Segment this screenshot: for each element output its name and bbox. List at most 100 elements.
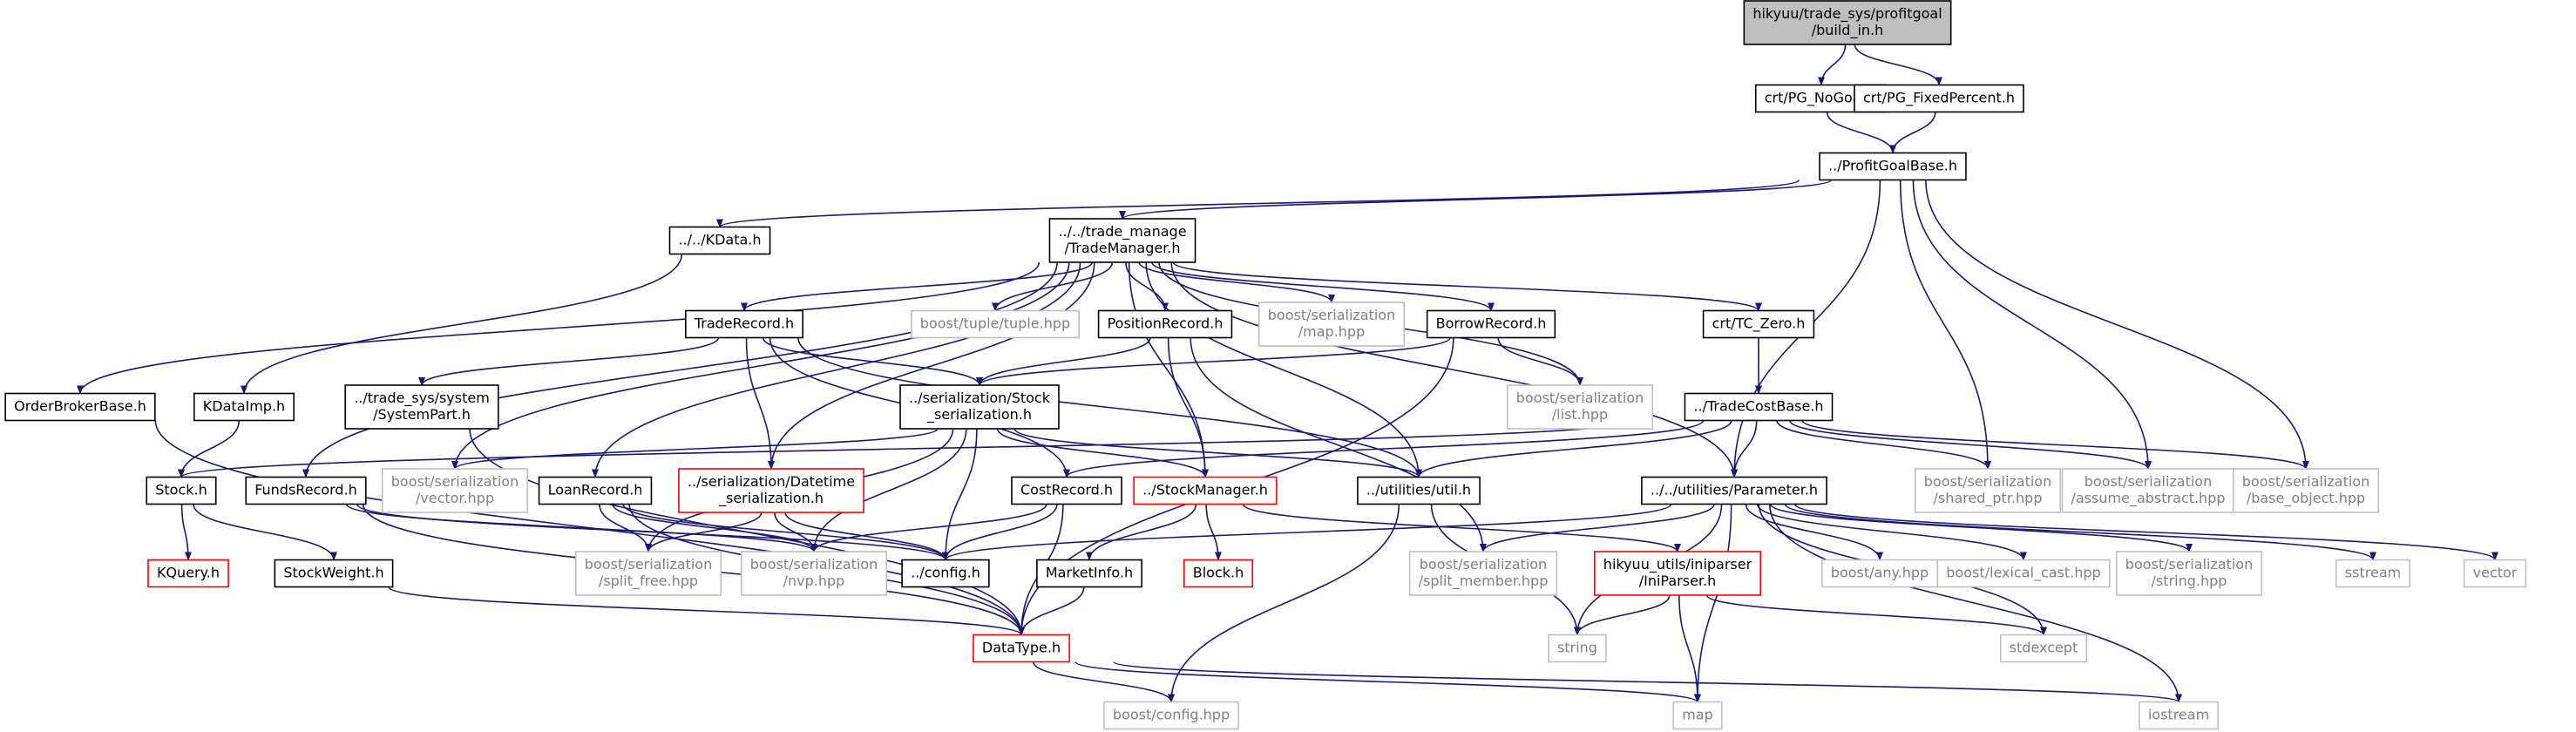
node-box	[1408, 551, 1558, 596]
node-box	[2139, 701, 2219, 730]
edge-layer	[77, 44, 2498, 703]
node-label: OrderBrokerBase.h	[14, 398, 146, 415]
node-datatype[interactable]: DataType.h	[973, 634, 1070, 663]
node-label: stdexcept	[2010, 640, 2078, 656]
node-kquery[interactable]: KQuery.h	[147, 559, 229, 588]
node-borrow[interactable]: BorrowRecord.h	[1426, 309, 1556, 339]
node-lexcast: boost/lexical_cast.hpp	[1936, 559, 2111, 588]
edge-stockser-to-servector	[451, 428, 939, 470]
edge-param-to-serstring	[1769, 504, 2193, 552]
node-sstream: sstream	[2335, 559, 2411, 588]
node-tczero[interactable]: crt/TC_Zero.h	[1702, 309, 1815, 339]
node-label: boost/serialization	[585, 556, 712, 573]
node-orderbroker[interactable]: OrderBrokerBase.h	[4, 392, 156, 422]
node-param[interactable]: ../../utilities/Parameter.h	[1641, 476, 1827, 505]
edge-trademgr-to-funds	[302, 261, 1058, 478]
node-label: _serialization.h	[718, 490, 824, 507]
node-box	[193, 392, 295, 422]
edge-datatype-to-bconfig	[1032, 661, 1175, 703]
node-box	[973, 634, 1070, 663]
node-pgbase[interactable]: ../ProfitGoalBase.h	[1819, 152, 1967, 181]
node-label: /TradeManager.h	[1064, 240, 1180, 256]
edge-param-to-map	[1694, 504, 1732, 703]
node-util[interactable]: ../utilities/util.h	[1357, 476, 1481, 505]
edge-traderec-to-util	[797, 337, 1422, 478]
node-label: boost/tuple/tuple.hpp	[920, 315, 1070, 332]
node-traderec[interactable]: TradeRecord.h	[685, 309, 803, 339]
node-box	[1594, 551, 1761, 596]
edge-trademgr-to-util	[1145, 261, 1422, 478]
node-label: TradeRecord.h	[694, 315, 794, 332]
node-label: /base_object.hpp	[2247, 490, 2365, 507]
node-stockser[interactable]: ../serialization/Stock_serialization.h	[899, 384, 1060, 430]
edge-tcbase-to-costrec	[1063, 419, 1705, 478]
node-label: KQuery.h	[157, 565, 220, 581]
node-box	[1257, 302, 1406, 347]
edge-datatype-to-iostream	[1113, 661, 2182, 703]
edge-stock-to-kquery	[180, 504, 192, 561]
node-layer: hikyuu/trade_sys/profitgoal/build_in.hcr…	[4, 0, 2527, 730]
node-label: ../TradeCostBase.h	[1693, 398, 1823, 415]
node-costrec[interactable]: CostRecord.h	[1011, 476, 1122, 505]
node-label: Block.h	[1193, 565, 1244, 581]
node-box	[146, 476, 217, 505]
edge-tcbase-to-sharedptr	[1776, 420, 1991, 470]
node-label: /map.hpp	[1298, 323, 1365, 340]
node-box	[1914, 468, 2062, 513]
node-label: boost/lexical_cast.hpp	[1946, 565, 2100, 582]
edge-marketinfo-to-datatype	[1018, 586, 1085, 636]
node-label: boost/serialization	[1924, 473, 2051, 490]
edge-stockmgr-to-block	[1205, 504, 1222, 561]
edge-kdataimp-to-stock	[178, 420, 241, 478]
edge-datatype-to-map	[1074, 661, 1701, 703]
node-funds[interactable]: FundsRecord.h	[245, 476, 367, 505]
node-label: ../StockManager.h	[1142, 482, 1268, 498]
node-box	[1854, 84, 2024, 113]
node-loan[interactable]: LoanRecord.h	[538, 476, 653, 505]
edge-posrec-to-stockmgr	[1167, 337, 1209, 478]
edge-trademgr-to-dtser	[768, 261, 1095, 470]
node-label: crt/PG_FixedPercent.h	[1863, 90, 2015, 107]
node-label: boost/config.hpp	[1113, 707, 1230, 723]
node-trademgr[interactable]: ../../trade_manage/TradeManager.h	[1048, 218, 1196, 263]
node-box	[2463, 559, 2527, 588]
node-syspart[interactable]: ../trade_sys/system/SystemPart.h	[344, 384, 499, 430]
node-box	[911, 309, 1080, 339]
node-tuple: boost/tuple/tuple.hpp	[911, 309, 1080, 339]
edge-pgbase-to-sharedptr	[1899, 180, 1991, 470]
node-stockweight[interactable]: StockWeight.h	[274, 559, 394, 588]
node-root[interactable]: hikyuu/trade_sys/profitgoal/build_in.h	[1743, 0, 1952, 45]
node-dtser[interactable]: ../serialization/Datetime_serialization.…	[678, 468, 864, 513]
node-fixedpct[interactable]: crt/PG_FixedPercent.h	[1854, 84, 2024, 113]
node-tcbase[interactable]: ../TradeCostBase.h	[1684, 392, 1834, 422]
edge-iniparser-to-stdexcept	[1705, 594, 2047, 636]
node-stock[interactable]: Stock.h	[146, 476, 217, 505]
node-label: FundsRecord.h	[254, 482, 357, 498]
edge-stockser-to-config	[942, 428, 978, 561]
node-box	[381, 468, 529, 513]
node-label: sstream	[2345, 565, 2401, 581]
node-iostream: iostream	[2139, 701, 2219, 730]
node-serstring: boost/serialization/string.hpp	[2115, 551, 2263, 596]
edge-stockser-to-stockmgr	[996, 428, 1209, 478]
edge-funds-to-nvp	[345, 503, 817, 552]
node-label: ../trade_sys/system	[354, 390, 490, 407]
edge-costrec-to-config	[942, 504, 1058, 561]
node-config[interactable]: ../config.h	[901, 559, 990, 588]
node-stockmgr[interactable]: ../StockManager.h	[1133, 476, 1278, 505]
node-kdataimp[interactable]: KDataImp.h	[193, 392, 295, 422]
node-splitmember: boost/serialization/split_member.hpp	[1408, 551, 1558, 596]
node-label: /shared_ptr.hpp	[1934, 490, 2043, 507]
node-box	[668, 226, 771, 255]
edge-util-to-bconfig	[1168, 504, 1400, 703]
node-posrec[interactable]: PositionRecord.h	[1097, 309, 1233, 339]
node-label: KDataImp.h	[203, 398, 285, 415]
node-iniparser[interactable]: hikyuu_utils/iniparser/IniParser.h	[1594, 551, 1761, 596]
edge-borrow-to-serlist	[1497, 337, 1583, 386]
node-marketinfo[interactable]: MarketInfo.h	[1036, 559, 1142, 588]
edge-trademgr-to-orderbroker	[77, 261, 1041, 395]
node-label: StockWeight.h	[283, 565, 383, 581]
node-label: DataType.h	[982, 640, 1061, 656]
node-block[interactable]: Block.h	[1183, 559, 1254, 588]
node-kdata[interactable]: ../../KData.h	[668, 226, 771, 255]
